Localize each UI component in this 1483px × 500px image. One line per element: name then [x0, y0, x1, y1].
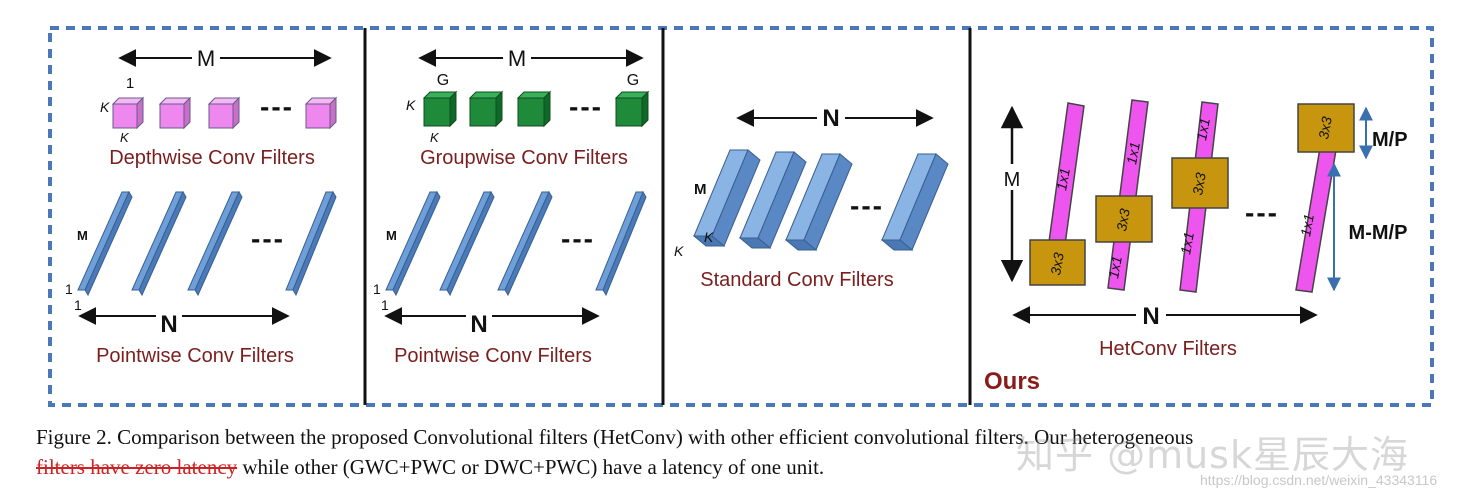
panel-hetconv: M 1x1 3x3 1x1 3x3 1x1 1x1 3x3 1x1 ---: [984, 99, 1418, 395]
caption-strikethrough: filters have zero latency: [36, 455, 238, 479]
watermark-text: 知乎 @musk星辰大海: [1016, 433, 1409, 477]
figure-diagram: M 1 --- K K Depthwise Conv Filters M: [48, 26, 1434, 407]
k-label-bottom: K: [430, 130, 440, 145]
g-label-left: G: [437, 72, 449, 89]
k-label: K: [674, 243, 684, 259]
standard-filter: [738, 151, 807, 249]
pointwise-title: Pointwise Conv Filters: [96, 345, 294, 367]
depthwise-cube: [111, 96, 145, 130]
pointwise-m-label: M: [386, 228, 397, 243]
pointwise-filter: [77, 190, 133, 297]
one-label-b: 1: [74, 297, 82, 313]
pointwise-filter: [187, 190, 243, 297]
hetconv-title: HetConv Filters: [1099, 338, 1237, 360]
ellipsis: ---: [561, 223, 595, 254]
standard-title: Standard Conv Filters: [700, 269, 893, 291]
panel-standard: N --- M K K Standard Conv Filters: [674, 104, 949, 291]
groupwise-cube: [422, 90, 458, 128]
hetconv-filter: 1x1 3x3 1x1: [1095, 99, 1153, 291]
m-label: M: [197, 46, 215, 71]
ours-label: Ours: [984, 368, 1040, 395]
kernel-1x1-label: 1x1: [1193, 117, 1213, 142]
kernel-3x3-label: 3x3: [1113, 207, 1133, 232]
standard-filter: [880, 153, 949, 251]
kernel-3x3-label: 3x3: [1189, 171, 1209, 196]
pointwise-filter: [285, 190, 337, 297]
caption-main: Figure 2. Comparison between the propose…: [36, 425, 1194, 449]
watermark-url: https://blog.csdn.net/weixin_43343116: [1200, 472, 1438, 488]
depthwise-cube: [304, 96, 338, 130]
kernel-3x3-block: [1029, 239, 1086, 286]
pointwise-filter: [497, 190, 553, 297]
ellipsis: ---: [251, 223, 285, 254]
pointwise-filter: [385, 190, 441, 297]
one-label-b: 1: [381, 297, 389, 313]
kernel-3x3-label: 3x3: [1047, 251, 1067, 276]
k-label-inner: K: [704, 229, 714, 245]
standard-filter: [784, 153, 853, 251]
kernel-1x1-label: 1x1: [1177, 231, 1197, 256]
one-label-a: 1: [65, 281, 73, 297]
k-label: K: [406, 97, 416, 113]
k-label-bottom: K: [120, 130, 130, 145]
groupwise-cube: [468, 90, 504, 128]
outer-dashed-border: [48, 26, 1434, 407]
ellipsis: ---: [569, 91, 603, 122]
depthwise-cube: [207, 96, 241, 130]
pointwise-filter: [595, 190, 647, 297]
ellipsis: ---: [850, 190, 884, 221]
panel-groupwise: M G G --- K K Groupwise Conv Filters M: [373, 46, 650, 367]
ellipsis: ---: [260, 91, 294, 122]
groupwise-title: Groupwise Conv Filters: [420, 147, 628, 169]
n-label: N: [822, 105, 839, 132]
depthwise-cube: [158, 96, 192, 130]
n-label: N: [160, 311, 177, 338]
caption-rest: while other (GWC+PWC or DWC+PWC) have a …: [237, 455, 825, 479]
hetconv-filter: 1x1 3x3 1x1: [1171, 101, 1229, 293]
k-label: K: [100, 99, 110, 115]
kernel-1x1-label: 1x1: [1297, 213, 1317, 238]
m-label: M: [508, 46, 526, 71]
kernel-1x1-label: 1x1: [1105, 255, 1125, 280]
kernel-3x3-label: 3x3: [1315, 115, 1335, 140]
kernel-3x3-block: [1297, 103, 1355, 153]
n-label: N: [470, 311, 487, 338]
n-label: N: [1142, 303, 1159, 330]
ellipsis: ---: [1245, 197, 1279, 228]
one-label-a: 1: [373, 281, 381, 297]
pointwise-m-label: M: [77, 228, 88, 243]
groupwise-cube: [614, 90, 650, 128]
hetconv-filter: 1x1 3x3: [1029, 102, 1086, 286]
pointwise-filter: [131, 190, 187, 297]
kernel-3x3-block: [1171, 157, 1229, 209]
m-mp-label: M-M/P: [1349, 222, 1408, 244]
m-label: M: [1004, 169, 1021, 191]
kernel-1x1-label: 1x1: [1053, 167, 1073, 192]
hetconv-filter: 1x1 3x3: [1295, 103, 1355, 293]
mp-label: M/P: [1372, 129, 1408, 151]
m-label: M: [694, 181, 707, 198]
figure-caption: Figure 2. Comparison between the propose…: [36, 422, 1456, 482]
pointwise-title: Pointwise Conv Filters: [394, 345, 592, 367]
kernel-3x3-block: [1095, 195, 1153, 243]
standard-filter: [692, 149, 761, 247]
g-label-right: G: [627, 72, 639, 89]
panel-depthwise: M 1 --- K K Depthwise Conv Filters M: [65, 46, 338, 367]
depthwise-title: Depthwise Conv Filters: [109, 147, 315, 169]
pointwise-filter: [439, 190, 495, 297]
kernel-1x1-label: 1x1: [1123, 141, 1143, 166]
groupwise-cube: [516, 90, 552, 128]
one-label: 1: [126, 75, 134, 92]
